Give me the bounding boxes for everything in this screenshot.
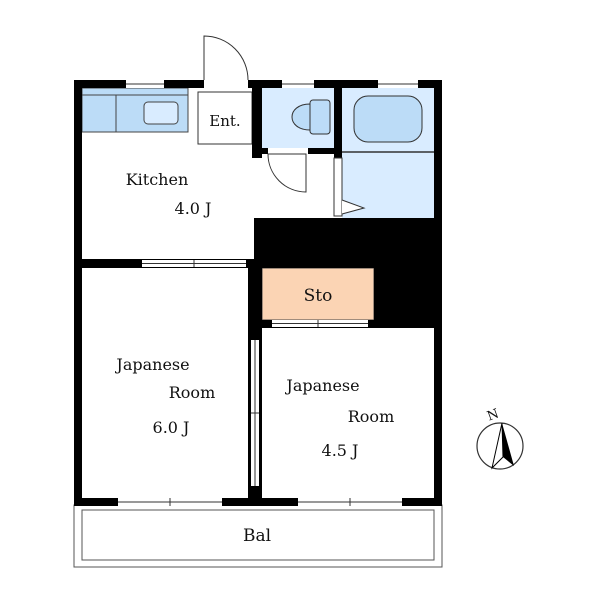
kitchen-counter xyxy=(81,87,189,133)
kitchen-size: 4.0 J xyxy=(175,199,212,218)
japanese-room-east-size: 4.5 J xyxy=(322,441,359,460)
windows xyxy=(118,80,418,506)
japanese-room-east-line2: Room xyxy=(348,407,394,426)
japanese-room-west-line2: Room xyxy=(169,383,215,402)
balcony xyxy=(73,504,443,568)
japanese-room-west-line1: Japanese xyxy=(114,355,189,374)
entrance-door xyxy=(203,35,249,88)
japanese-room-east-line1: Japanese xyxy=(284,376,359,395)
entrance-area xyxy=(197,91,253,145)
storage-label: Sto xyxy=(304,286,333,306)
balcony-label: Bal xyxy=(243,526,271,546)
kitchen-label: Kitchen xyxy=(126,170,189,189)
storage-area xyxy=(261,267,375,321)
entrance-label: Ent. xyxy=(209,112,240,130)
japanese-room-west-size: 6.0 J xyxy=(153,418,190,437)
north-label: N xyxy=(485,406,501,424)
toilet-door xyxy=(267,148,308,193)
toilet-icon xyxy=(291,99,331,135)
bath-door xyxy=(333,157,366,217)
sink-icon xyxy=(143,101,179,125)
compass: N xyxy=(476,406,524,470)
bathtub-icon xyxy=(353,95,423,143)
